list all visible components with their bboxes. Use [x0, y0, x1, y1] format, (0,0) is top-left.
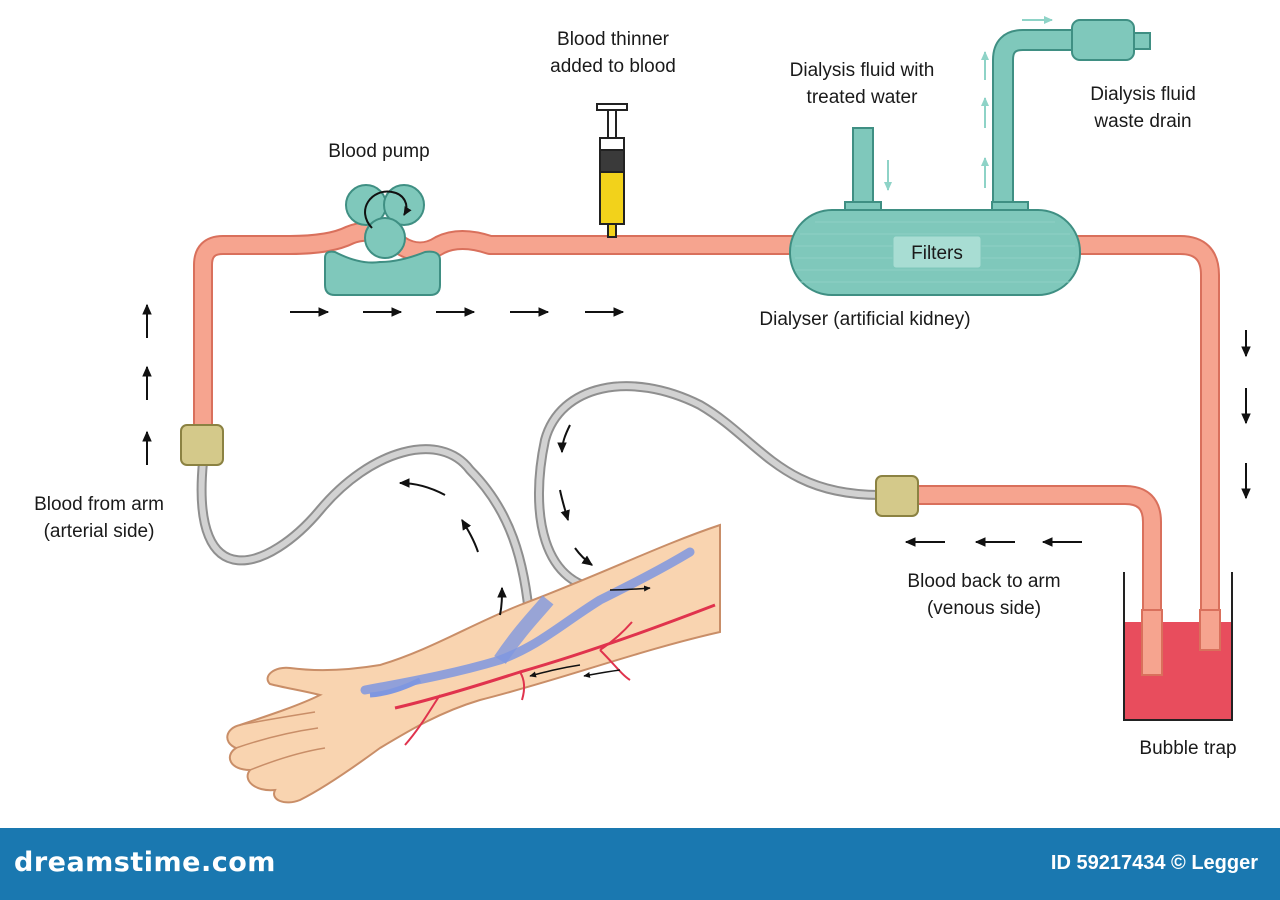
blood-back-to-arm-line-2: (venous side) [926, 598, 1042, 619]
blood-back-to-arm-line-1: Blood back to arm [907, 571, 1061, 592]
blood-from-arm-label: Blood from arm (arterial side) [14, 491, 184, 545]
brand-logo[interactable]: dreamstime.com [14, 847, 276, 878]
filters-label: Filters [911, 243, 963, 264]
blood-from-arm-line-1: Blood from arm [34, 494, 164, 515]
blood-thinner-label: Blood thinner added to blood [518, 26, 708, 80]
image-credit: ID 59217434 © Legger [1050, 852, 1258, 874]
dialysis-fluid-in-label: Dialysis fluid with treated water [762, 57, 962, 111]
blood-from-arm-line-2: (arterial side) [43, 521, 155, 542]
blood-pump [324, 184, 441, 296]
arterial-grey-tube [196, 444, 535, 630]
blood-thinner-line-1: Blood thinner [557, 29, 669, 50]
syringe [596, 103, 628, 238]
bubble-trap-label: Bubble trap [1118, 735, 1258, 762]
footer-bar: dreamstime.com ID 59217434 © Legger [0, 828, 1280, 900]
hemodialysis-diagram: Filters [142, 16, 1251, 804]
dialyser: Filters [789, 19, 1151, 296]
dialysis-fluid-in-line-2: treated water [806, 87, 918, 108]
filters-badge [892, 235, 982, 269]
fluid-flow-arrows [884, 16, 1053, 191]
dialyser-label: Dialyser (artificial kidney) [730, 306, 1000, 333]
dialysis-fluid-drain-label: Dialysis fluid waste drain [1068, 81, 1218, 135]
blood-pump-label: Blood pump [314, 138, 444, 165]
blood-flow-arrows [142, 303, 1251, 616]
dialyser-text: Dialyser (artificial kidney) [759, 309, 971, 330]
blood-thinner-line-2: added to blood [550, 56, 676, 77]
venous-return-tube [900, 485, 1162, 675]
bubble-trap [1123, 572, 1233, 721]
blood-pump-text: Blood pump [328, 141, 430, 162]
dialysis-fluid-drain-line-2: waste drain [1094, 111, 1192, 132]
arterial-connector [180, 424, 224, 466]
venous-grey-tube [533, 381, 885, 595]
dialysis-fluid-in-line-1: Dialysis fluid with [789, 60, 935, 81]
bubble-trap-text: Bubble trap [1139, 738, 1237, 759]
dialysis-fluid-drain-line-1: Dialysis fluid [1090, 84, 1196, 105]
arm [226, 523, 721, 804]
venous-connector [875, 475, 919, 517]
blood-back-to-arm-label: Blood back to arm (venous side) [884, 568, 1084, 622]
